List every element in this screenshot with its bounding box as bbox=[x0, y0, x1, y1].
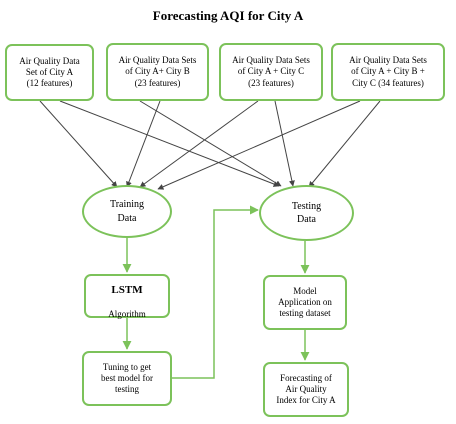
arrow-dataset2-testing bbox=[139, 100, 282, 187]
arrow-dataset4-testing bbox=[308, 100, 381, 188]
model-application-box: Model Application on testing dataset bbox=[263, 275, 347, 330]
training-data-node: Training Data bbox=[82, 185, 172, 238]
dataset-city-a-b-c: Air Quality Data Sets of City A + City B… bbox=[331, 43, 445, 101]
testing-data-node: Testing Data bbox=[259, 185, 354, 241]
arrow-dataset4-training bbox=[157, 100, 361, 190]
lstm-algorithm-box: LSTM Algorithm bbox=[84, 274, 170, 319]
dataset-city-a-b: Air Quality Data Sets of City A+ City B … bbox=[106, 43, 209, 101]
dataset-city-a-c: Air Quality Data Sets of City A + City C… bbox=[219, 43, 323, 101]
arrow-tuning-testing bbox=[172, 205, 259, 379]
arrow-dataset1-training bbox=[39, 100, 118, 188]
forecast-box: Forecasting of Air Quality Index for Cit… bbox=[263, 362, 349, 417]
tuning-box: Tuning to get best model for testing bbox=[82, 351, 172, 406]
lstm-subtitle: Algorithm bbox=[108, 308, 146, 319]
diagram-title: Forecasting AQI for City A bbox=[152, 8, 304, 23]
arrow-dataset1-testing bbox=[59, 100, 280, 187]
dataset-city-a: Air Quality Data Set of City A (12 featu… bbox=[5, 44, 94, 101]
arrow-dataset3-training bbox=[139, 100, 259, 188]
arrow-dataset3-testing bbox=[274, 100, 295, 187]
arrow-dataset2-training bbox=[126, 100, 161, 188]
lstm-title: LSTM bbox=[111, 283, 143, 296]
